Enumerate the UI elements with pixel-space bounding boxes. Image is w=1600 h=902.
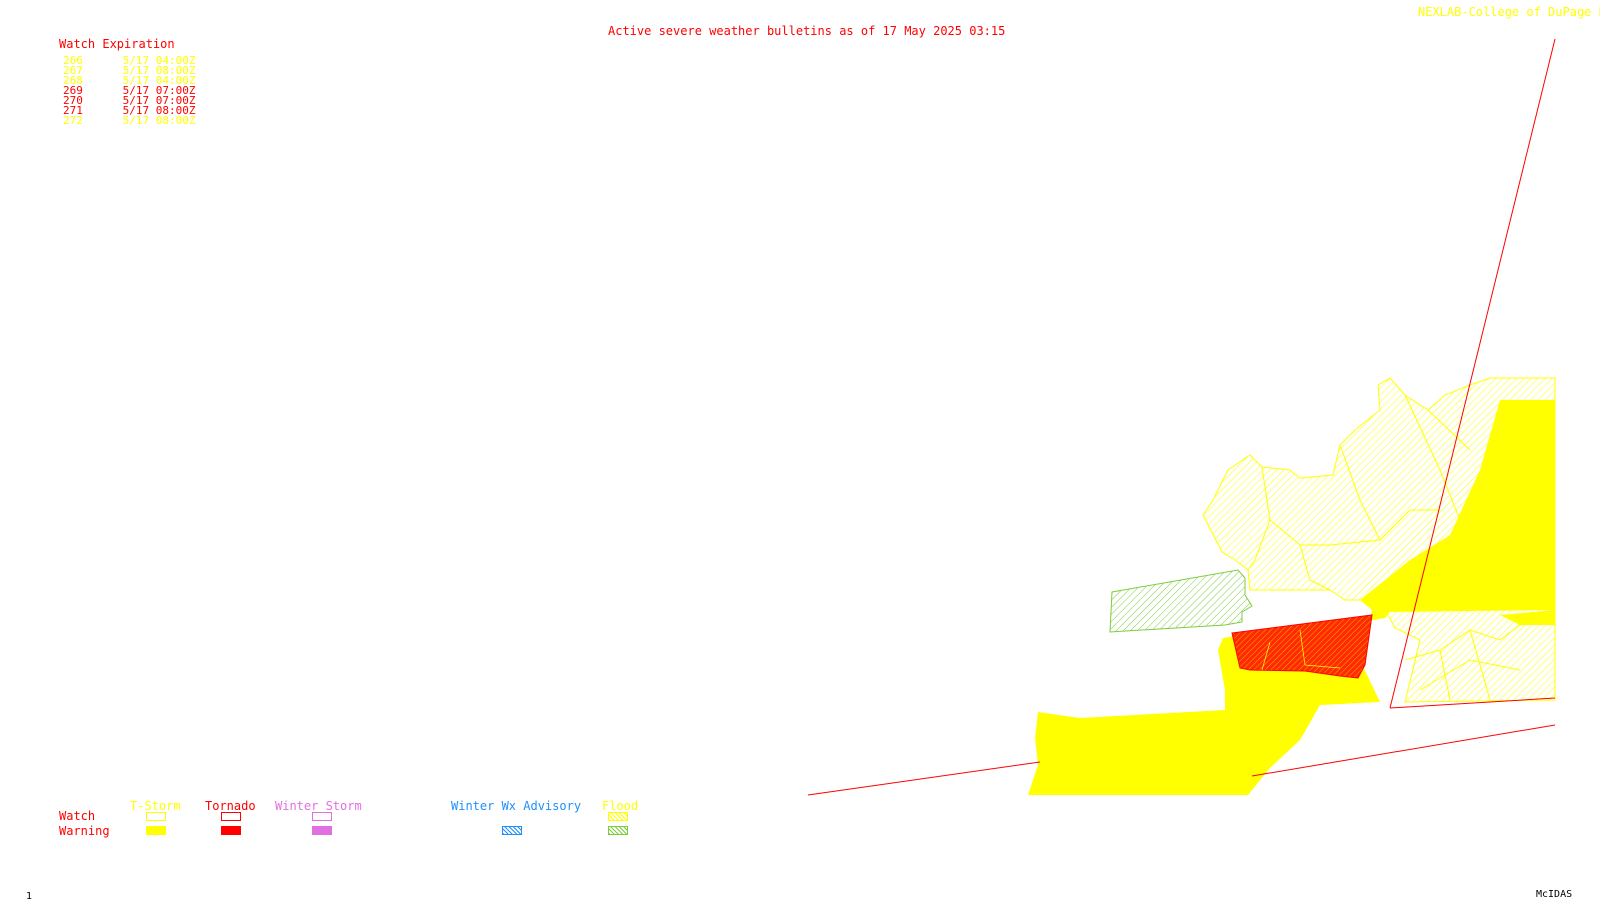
watch-expires: 5/17 07:00Z [122,94,196,107]
watch-item: 267 5/17 08:00Z [63,65,195,76]
legend-tornado-label: Tornado [205,799,256,813]
watch-item: 270 5/17 07:00Z [63,95,195,106]
watch-expires: 5/17 08:00Z [122,114,196,127]
watch-expires: 5/17 08:00Z [122,64,196,77]
frame-number: 1 [26,891,33,902]
watch-item: 268 5/17 04:00Z [63,75,195,86]
tornado-watch-swatch [221,812,241,821]
legend-tstorm-label: T-Storm [130,799,181,813]
tstorm-warning-area [1028,400,1555,795]
watch-id: 269 [63,84,83,97]
watch-expires: 5/17 08:00Z [122,104,196,117]
page-title: Active severe weather bulletins as of 17… [608,24,1006,38]
legend-warning-row-label: Warning [59,824,110,838]
watch-expires: 5/17 07:00Z [122,84,196,97]
watch-id: 272 [63,114,83,127]
watch-expires: 5/17 04:00Z [122,74,196,87]
flood-warning-swatch [608,826,628,835]
tstorm-watch-swatch [146,812,166,821]
legend-watch-row-label: Watch [59,809,96,823]
winter-storm-warning-swatch [312,826,332,835]
watch-item: 269 5/17 07:00Z [63,85,195,96]
watch-expires: 5/17 04:00Z [122,54,196,67]
watch-item: 272 5/17 08:00Z [63,115,195,126]
flood-warning-area [1109,569,1253,633]
watch-item: 271 5/17 08:00Z [63,105,195,116]
flood-watch-area [1202,377,1556,703]
watch-id: 267 [63,64,83,77]
legend-winter-storm-label: Winter Storm [275,799,362,813]
tornado-warning-area [1231,614,1373,679]
flood-watch-swatch [608,812,628,821]
credit-label: NEXLAB-College of DuPage R [1418,5,1600,19]
tornado-warning-swatch [221,826,241,835]
watch-id: 268 [63,74,83,87]
tornado-watch-outline [807,38,1556,796]
software-label: McIDAS [1536,889,1573,900]
tstorm-warning-swatch [146,826,166,835]
legend-winter-advisory-label: Winter Wx Advisory [451,799,582,813]
legend-flood-label: Flood [602,799,639,813]
watch-id: 271 [63,104,83,117]
watch-id: 266 [63,54,83,67]
watch-list-heading: Watch Expiration [59,37,175,51]
winter-storm-watch-swatch [312,812,332,821]
watch-item: 266 5/17 04:00Z [63,55,195,66]
watch-id: 270 [63,94,83,107]
winter-advisory-swatch [502,826,522,835]
